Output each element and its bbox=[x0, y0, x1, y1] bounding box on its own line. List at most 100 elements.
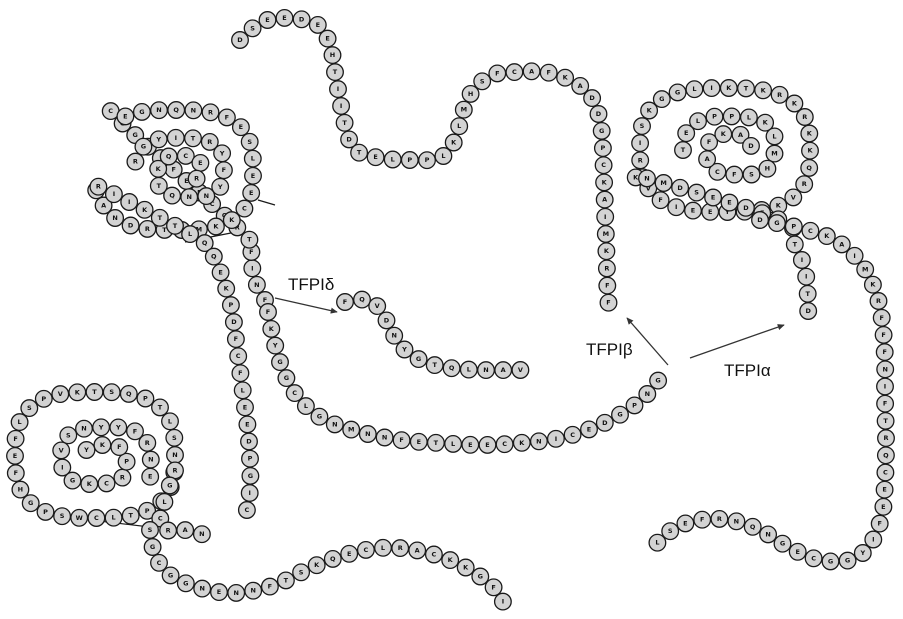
residue: C bbox=[877, 464, 894, 481]
svg-text:D: D bbox=[748, 142, 754, 150]
residue: N bbox=[386, 327, 403, 344]
svg-text:I: I bbox=[61, 464, 63, 472]
svg-text:F: F bbox=[707, 138, 711, 146]
svg-text:L: L bbox=[747, 113, 751, 121]
svg-text:G: G bbox=[599, 127, 604, 135]
residue: R bbox=[90, 178, 107, 195]
residue: C bbox=[564, 427, 581, 444]
svg-text:N: N bbox=[156, 106, 161, 114]
residue: C bbox=[506, 64, 523, 81]
svg-text:I: I bbox=[675, 203, 677, 211]
residue: C bbox=[358, 542, 375, 559]
residue: A bbox=[699, 151, 716, 168]
residue: T bbox=[278, 572, 295, 589]
svg-text:F: F bbox=[879, 314, 883, 322]
svg-text:D: D bbox=[589, 94, 595, 102]
residue: F bbox=[337, 294, 354, 311]
svg-text:I: I bbox=[128, 198, 130, 206]
residue: E bbox=[705, 189, 722, 206]
residue: F bbox=[540, 64, 557, 81]
svg-text:F: F bbox=[606, 299, 610, 307]
residue: K bbox=[94, 437, 111, 454]
residue: F bbox=[228, 331, 245, 348]
svg-text:C: C bbox=[157, 559, 162, 567]
svg-text:C: C bbox=[108, 107, 113, 115]
svg-text:F: F bbox=[546, 69, 550, 77]
svg-text:R: R bbox=[145, 439, 150, 447]
residue: H bbox=[759, 160, 776, 177]
svg-text:E: E bbox=[468, 441, 472, 449]
residue: N bbox=[76, 420, 93, 437]
residue: D bbox=[800, 303, 817, 320]
residue: K bbox=[755, 82, 772, 99]
residue: G bbox=[162, 567, 179, 584]
residue: F bbox=[599, 277, 616, 294]
residue: M bbox=[857, 261, 874, 278]
svg-text:G: G bbox=[845, 557, 850, 565]
svg-text:S: S bbox=[27, 404, 32, 412]
residue: F bbox=[694, 511, 711, 528]
residue: T bbox=[152, 210, 169, 227]
svg-text:M: M bbox=[461, 106, 467, 114]
residue: C bbox=[496, 436, 513, 453]
residue: F bbox=[489, 65, 506, 82]
svg-text:D: D bbox=[743, 204, 749, 212]
svg-text:E: E bbox=[683, 519, 687, 527]
svg-text:E: E bbox=[13, 452, 17, 460]
residue: D bbox=[584, 90, 601, 107]
svg-text:N: N bbox=[734, 517, 739, 525]
svg-text:T: T bbox=[191, 134, 196, 142]
residue: N bbox=[194, 580, 211, 597]
svg-text:L: L bbox=[168, 417, 172, 425]
residue: G bbox=[839, 552, 856, 569]
svg-text:G: G bbox=[150, 543, 155, 551]
svg-text:Q: Q bbox=[359, 296, 365, 304]
residue: L bbox=[182, 226, 199, 243]
residue: A bbox=[495, 362, 512, 379]
residue: Q bbox=[160, 148, 177, 165]
residue: K bbox=[598, 243, 615, 260]
svg-text:N: N bbox=[148, 456, 153, 464]
svg-text:S: S bbox=[60, 512, 65, 520]
svg-text:R: R bbox=[208, 108, 213, 116]
svg-text:A: A bbox=[101, 202, 106, 210]
residue: I bbox=[330, 81, 347, 98]
svg-text:N: N bbox=[645, 390, 650, 398]
residue: G bbox=[278, 370, 295, 387]
residue: R bbox=[188, 170, 205, 187]
tfpi-delta-label: TFPIδ bbox=[288, 275, 334, 294]
svg-text:F: F bbox=[117, 443, 121, 451]
svg-text:N: N bbox=[191, 106, 196, 114]
svg-text:G: G bbox=[617, 411, 622, 419]
svg-text:P: P bbox=[425, 156, 430, 164]
svg-text:H: H bbox=[468, 90, 473, 98]
residue: L bbox=[245, 150, 262, 167]
residue: T bbox=[351, 144, 368, 161]
svg-text:T: T bbox=[247, 236, 252, 244]
residue: E bbox=[239, 416, 256, 433]
residue: C bbox=[230, 348, 247, 365]
svg-text:Q: Q bbox=[883, 451, 889, 459]
svg-text:A: A bbox=[602, 196, 607, 204]
residue: G bbox=[410, 351, 427, 368]
residue: L bbox=[298, 398, 315, 415]
svg-text:F: F bbox=[222, 166, 226, 174]
svg-text:G: G bbox=[28, 499, 33, 507]
svg-text:N: N bbox=[536, 437, 541, 445]
residue: D bbox=[378, 312, 395, 329]
residue: I bbox=[865, 531, 882, 548]
svg-text:E: E bbox=[123, 112, 127, 120]
svg-text:G: G bbox=[478, 573, 483, 581]
svg-text:C: C bbox=[432, 551, 437, 559]
svg-text:I: I bbox=[639, 139, 641, 147]
svg-text:T: T bbox=[744, 84, 749, 92]
svg-text:Q: Q bbox=[166, 153, 172, 161]
residue: P bbox=[723, 108, 740, 125]
svg-text:R: R bbox=[717, 515, 722, 523]
residue: C bbox=[802, 223, 819, 240]
residue: Q bbox=[325, 551, 342, 568]
svg-text:E: E bbox=[239, 123, 243, 131]
svg-text:F: F bbox=[877, 520, 881, 528]
residue: E bbox=[212, 264, 229, 281]
residue: K bbox=[721, 80, 738, 97]
